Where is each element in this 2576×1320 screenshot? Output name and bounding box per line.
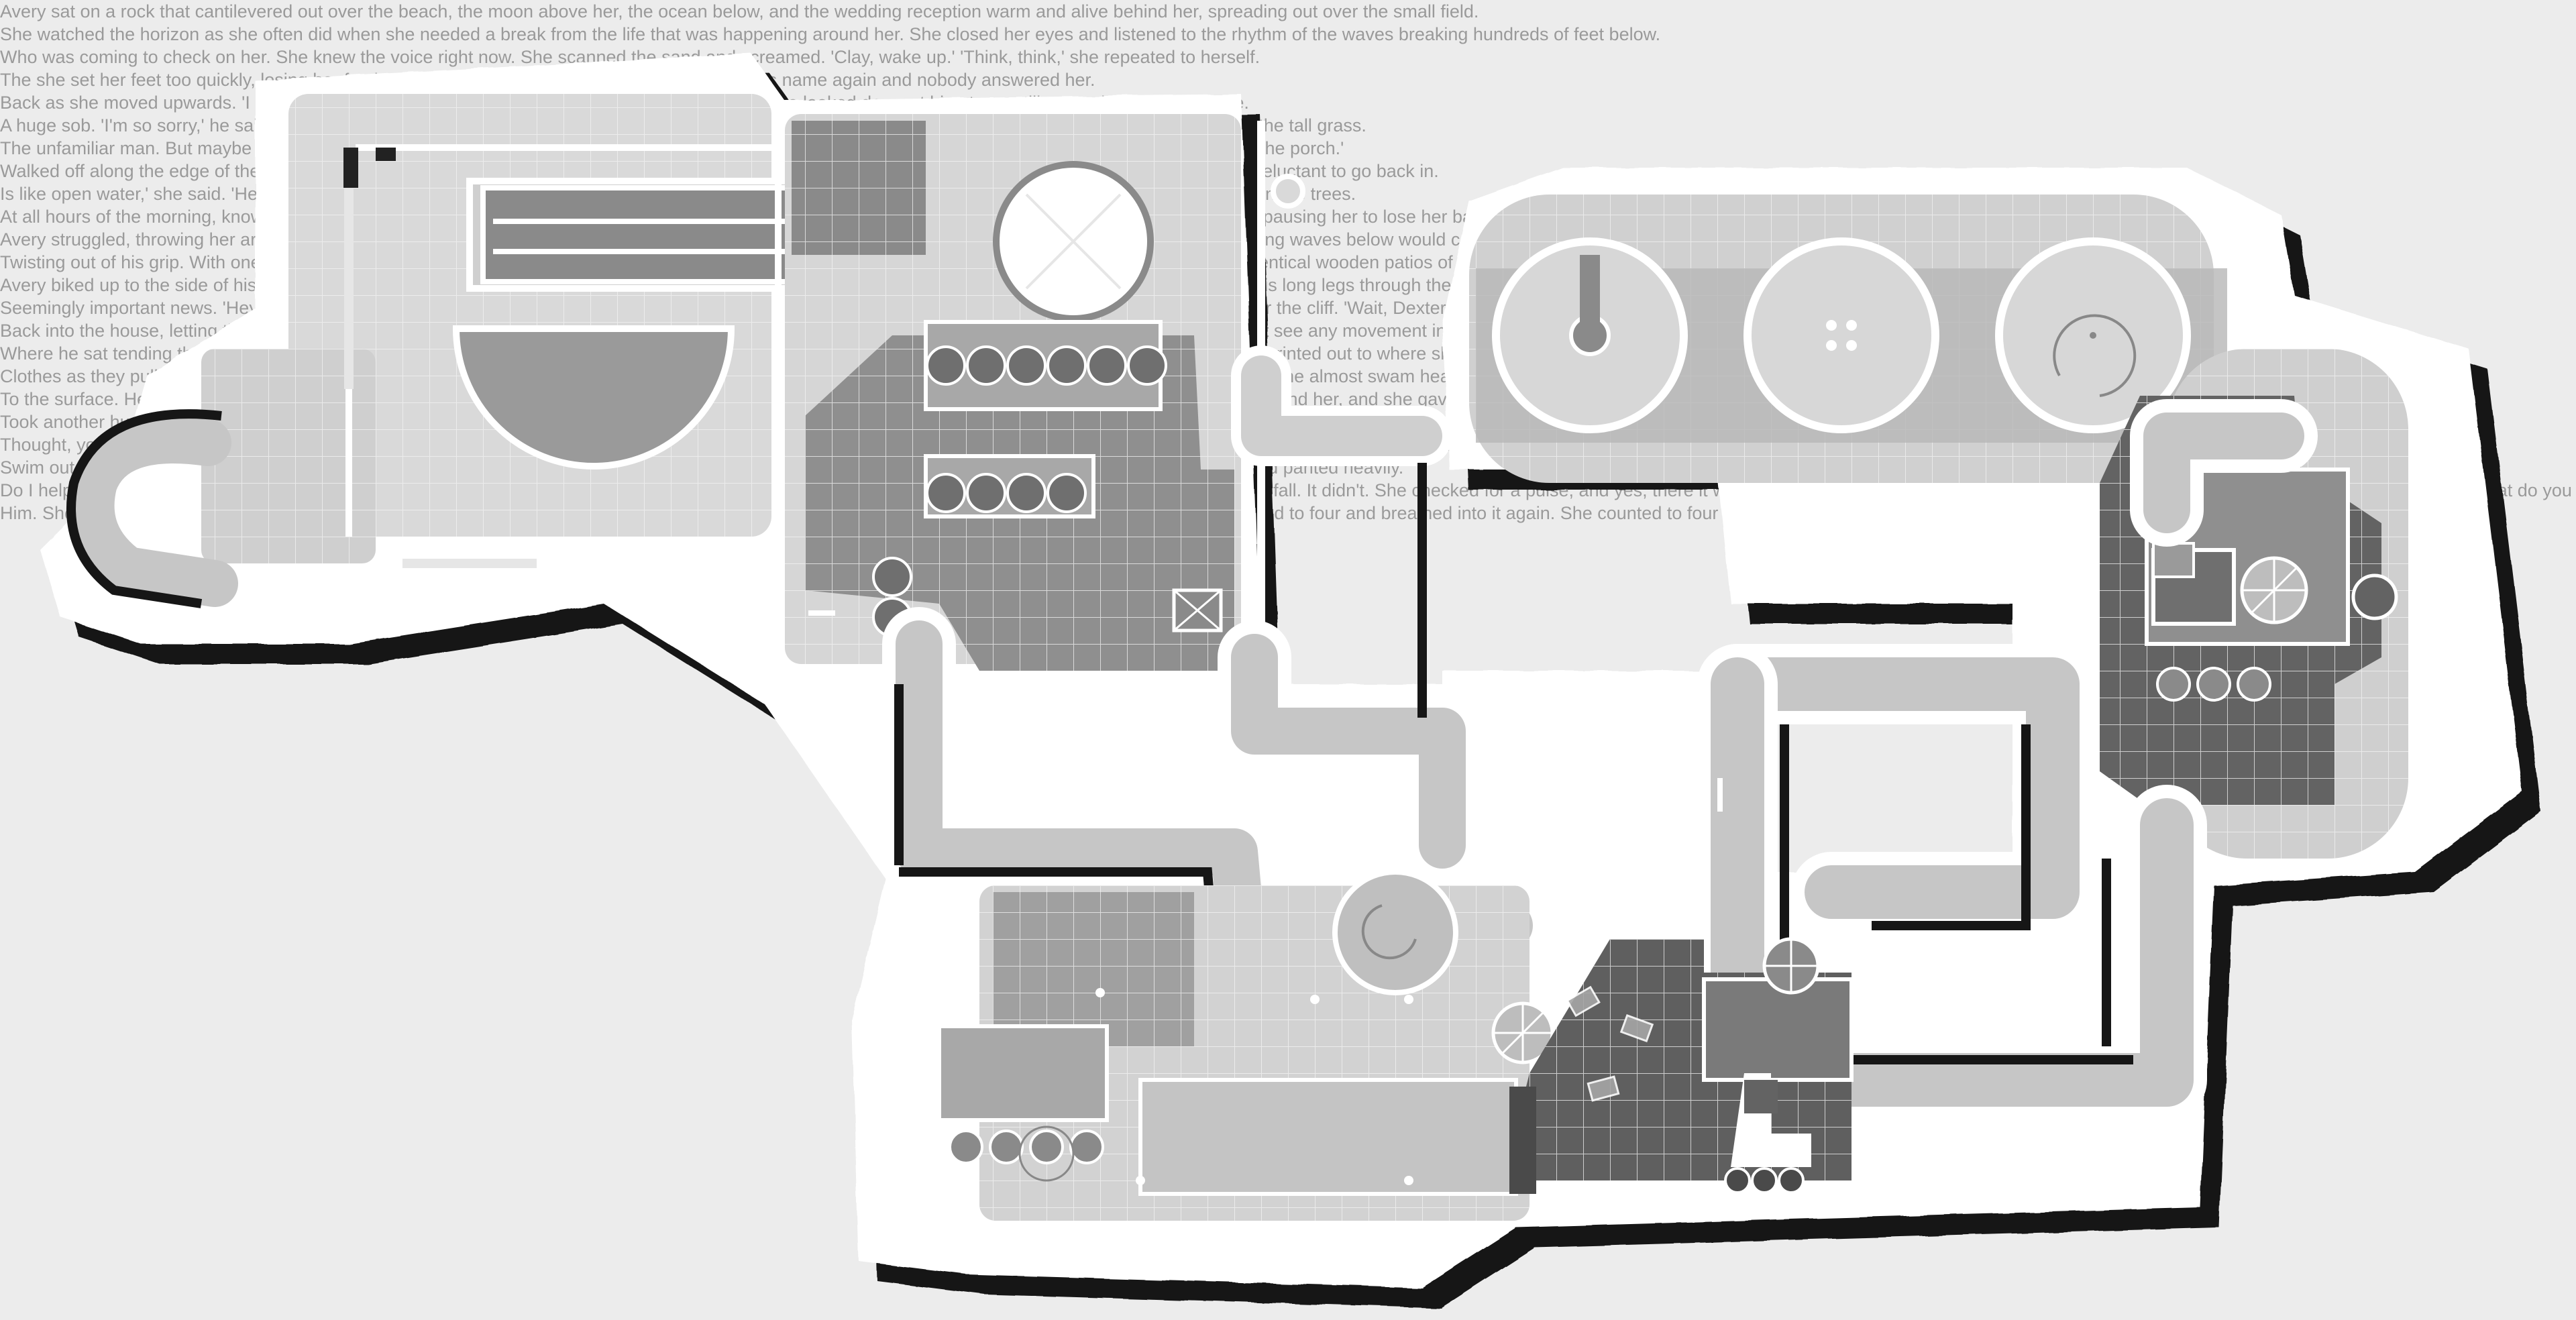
workshop — [1509, 937, 1854, 1194]
south-tables — [937, 1024, 1109, 1122]
west-hook-corridor — [67, 417, 238, 607]
background-text-line: Avery sat on a rock that cantilevered ou… — [0, 1, 1479, 21]
tank-hall — [1469, 195, 2227, 483]
east-crate — [2152, 542, 2195, 578]
background-text-line: She watched the horizon as she often did… — [0, 24, 1661, 44]
west-wing — [66, 94, 956, 608]
corridors — [882, 345, 2318, 1120]
tank-center — [1743, 237, 1939, 433]
south-hall — [937, 869, 1554, 1221]
west-dark-post — [343, 148, 358, 188]
dining-chairs — [872, 345, 1167, 637]
south-rotunda — [1332, 869, 1458, 995]
central-keep — [785, 114, 1305, 671]
door-markers — [808, 610, 2018, 812]
west-semicircle-dais — [452, 325, 735, 470]
